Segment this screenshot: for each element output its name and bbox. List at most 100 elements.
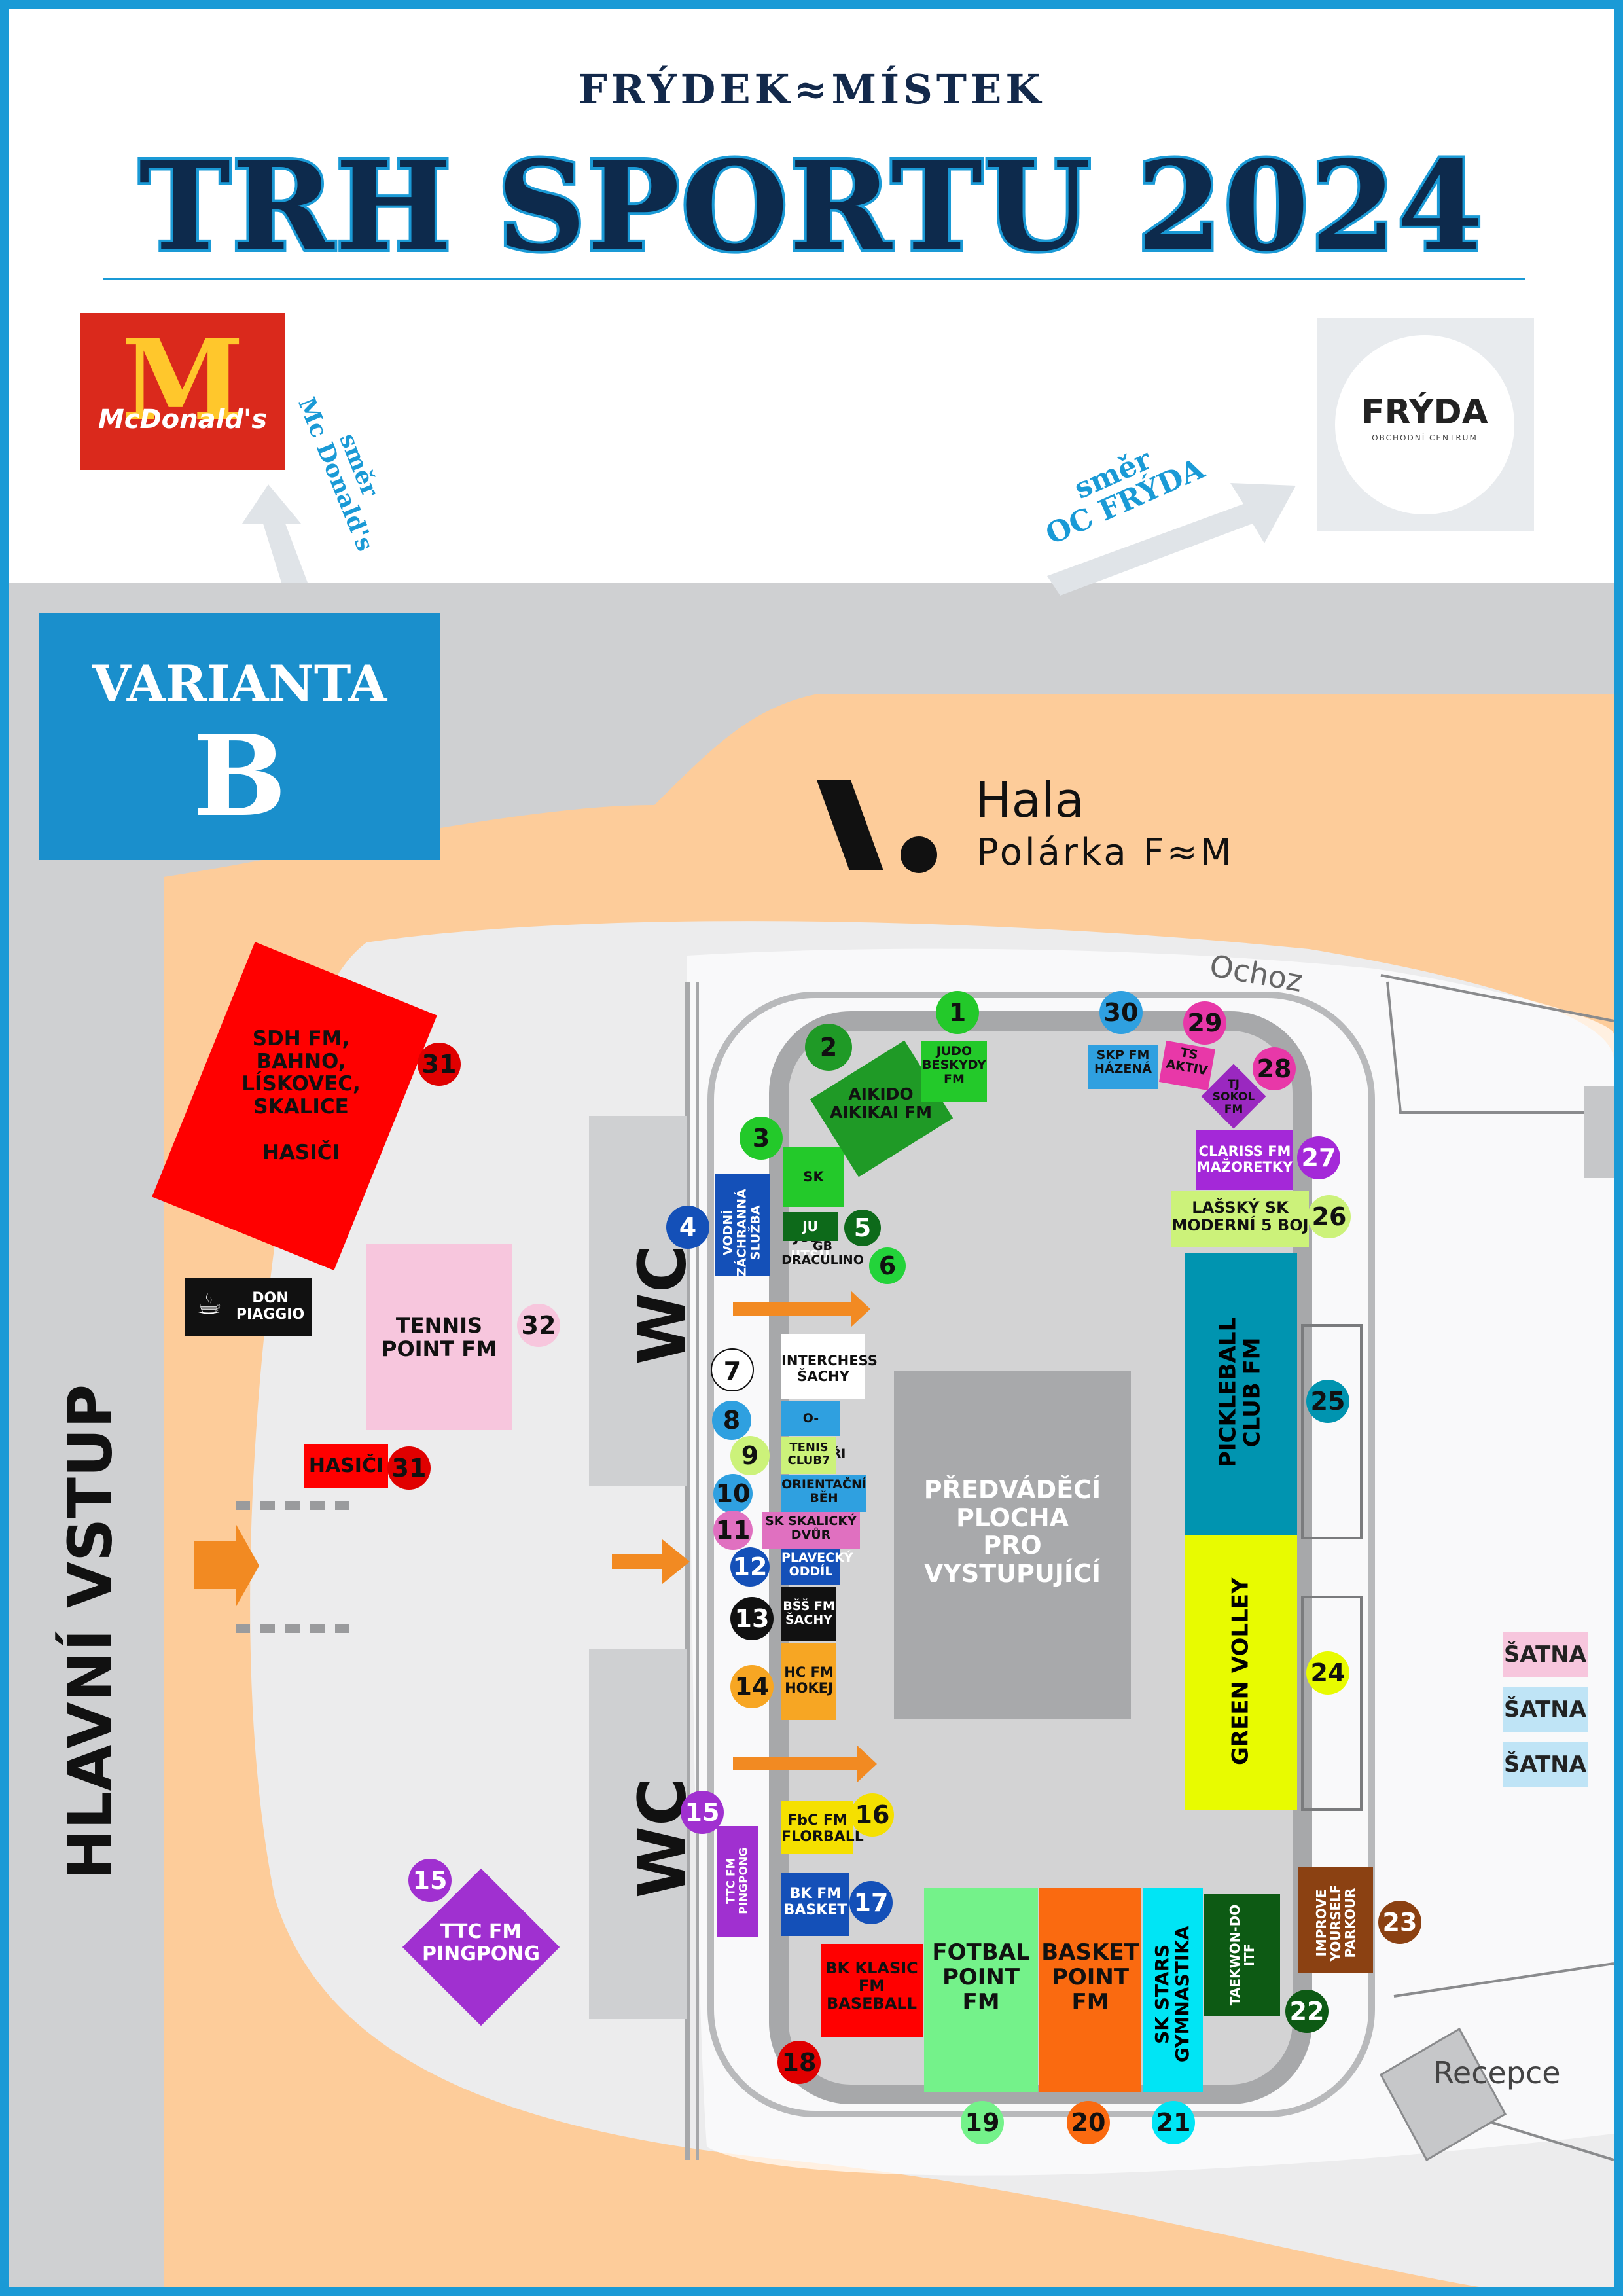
stand-4-label: VODNÍ ZÁCHRANNÁ SLUŽBA — [721, 1189, 763, 1277]
stand-30-skp-hazena: SKP FM HÁZENÁ — [1088, 1045, 1158, 1089]
stand-11-sk-skalicky-dvur: SK SKALICKÝ DVŮR — [762, 1512, 860, 1549]
stand-23-parkour-box — [1298, 1867, 1373, 1973]
stand-22-label: TAEKWON-DO ITF — [1227, 1904, 1257, 2006]
stand-9-tenis-club7: TENIS CLUB7 — [781, 1437, 836, 1474]
stand-30-number: 30 — [1099, 991, 1143, 1034]
stand-14-hc-fm-hokej: HC FM HOKEJ — [781, 1643, 836, 1720]
hall-subtitle: Polárka F≈M — [976, 831, 1234, 874]
stand-19-number: 19 — [961, 2101, 1004, 2144]
satna-3: ŠATNA — [1503, 1742, 1588, 1787]
variant-label: VARIANTA — [92, 655, 387, 713]
stand-20-basket-point: BASKET POINT FM — [1039, 1888, 1141, 2092]
stand-3-sk-judo: SK JUDO — [783, 1147, 844, 1245]
coffee-cup-icon: ☕ — [196, 1288, 223, 1321]
stand-23-number: 23 — [1378, 1901, 1421, 1944]
stand-17-bk-fm-basket: BK FM BASKET — [781, 1873, 849, 1936]
stand-31-hasici-small: HASIČI — [304, 1444, 388, 1488]
recepce-label: Recepce — [1433, 2055, 1561, 2090]
stand-15-diamond-label: TTC FM PINGPONG — [421, 1920, 541, 1965]
stand-7-interchess: INTERCHESS ŠACHY — [781, 1334, 878, 1399]
stand-4-number: 4 — [666, 1206, 709, 1249]
stand-8-o-runnari: O-RUNNAŘI — [781, 1401, 846, 1461]
stand-29-number: 29 — [1183, 1001, 1226, 1045]
stand-25-label: PICKLEBALL CLUB FM — [1215, 1317, 1266, 1468]
stand-12-plavecky-oddil: PLAVECKÝ ODDÍL — [781, 1549, 853, 1585]
stand-16-fbc-florball: FbC FM FLORBALL — [781, 1801, 864, 1854]
stand-15-ttc-small-box — [717, 1826, 758, 1937]
stand-2-number: 2 — [805, 1024, 852, 1071]
stand-7-number: 7 — [711, 1348, 754, 1391]
stand-24-label: GREEN VOLLEY — [1227, 1577, 1254, 1766]
satna-1: ŠATNA — [1503, 1632, 1588, 1677]
stand-21-label: SK STARS GYMNASTIKA — [1151, 1926, 1193, 2063]
center-stage-label: PŘEDVÁDĚCÍ PLOCHA PRO VYSTUPUJÍCÍ — [923, 1475, 1101, 1588]
stand-15-small-label: TTC FM PINGPONG — [724, 1847, 750, 1914]
stand-10-orientacni-beh: ORIENTAČNÍ BĚH — [781, 1475, 866, 1512]
stand-21-sk-stars-box — [1143, 1888, 1203, 2092]
stand-1-judo-beskydy: JUDO BESKYDY FM — [921, 1041, 987, 1102]
stand-13-bss-fm-sachy: BŠŠ FM ŠACHY — [781, 1587, 836, 1641]
stand-28-label: TJ SOKOL FM — [1212, 1078, 1255, 1117]
stand-23-label: IMPROVE YOURSELF PARKOUR — [1313, 1884, 1358, 1962]
oc-fryda-logo: FRÝDA OBCHODNÍ CENTRUM — [1317, 318, 1534, 531]
stand-18-number: 18 — [777, 2041, 821, 2084]
don-piaggio-box: ☕ DON PIAGGIO — [185, 1278, 312, 1336]
stand-31b-number: 31 — [387, 1446, 431, 1490]
stand-17-number: 17 — [849, 1881, 893, 1924]
fryda-logo-subtitle: OBCHODNÍ CENTRUM — [1372, 433, 1478, 442]
stand-18-bk-klasic: BK KLASIC FM BASEBALL — [821, 1944, 923, 2037]
stand-4-box — [715, 1174, 770, 1276]
stand-32-tennis-point — [366, 1244, 512, 1430]
stand-31-sdh-label: SDH FM, BAHNO, LÍSKOVEC, SKALICE HASIČI — [241, 1027, 361, 1164]
stand-25-pickleball-box — [1185, 1253, 1297, 1535]
stand-1-number: 1 — [936, 991, 979, 1034]
city-logo: FRÝDEK≈MÍSTEK — [578, 65, 1045, 113]
hall-name: Hala — [975, 772, 1084, 829]
stand-9-number: 9 — [730, 1436, 770, 1475]
golden-arches-icon: M — [120, 315, 245, 446]
variant-letter: B — [192, 711, 287, 842]
stand-19-fotbal-point: FOTBAL POINT FM — [924, 1888, 1038, 2092]
stand-11-number: 11 — [713, 1511, 753, 1550]
fryda-logo-text: FRÝDA — [1361, 393, 1488, 432]
stand-20-number: 20 — [1067, 2101, 1110, 2144]
satna-2: ŠATNA — [1503, 1687, 1588, 1732]
stand-8-number: 8 — [712, 1401, 751, 1440]
mcdonalds-logo-text: McDonald's — [98, 404, 268, 435]
stand-29-ts-aktiv: TS AKTIV — [1159, 1040, 1215, 1091]
stand-15-number-left: 15 — [408, 1859, 452, 1902]
stand-26-number: 26 — [1308, 1195, 1351, 1238]
stand-16-number: 16 — [851, 1793, 894, 1837]
stand-25-number: 25 — [1306, 1380, 1349, 1423]
stand-13-number: 13 — [730, 1597, 774, 1640]
main-entrance-label: HLAVNÍ VSTUP — [55, 1384, 126, 1880]
stand-10-number: 10 — [713, 1474, 753, 1513]
event-title: TRH SPORTU 2024 — [136, 132, 1486, 281]
stand-5-number: 5 — [844, 1210, 881, 1246]
stand-24-green-volley-box — [1185, 1535, 1297, 1810]
stand-27-number: 27 — [1297, 1136, 1340, 1179]
mcdonalds-logo: M McDonald's — [80, 313, 285, 470]
stand-5-ju-jitsu: JU JITSU — [783, 1212, 838, 1263]
stand-21-number: 21 — [1152, 2101, 1195, 2144]
stand-28-number: 28 — [1253, 1047, 1296, 1090]
variant-box: VARIANTA B — [39, 613, 440, 860]
stand-26-lassky-sk: LAŠSKÝ SK MODERNÍ 5 BOJ — [1171, 1191, 1309, 1247]
stand-3-number: 3 — [740, 1117, 783, 1160]
title-divider — [103, 278, 1525, 280]
stand-12-number: 12 — [730, 1547, 770, 1587]
don-piaggio-label: DON PIAGGIO — [236, 1290, 305, 1323]
stand-15-number-right: 15 — [681, 1791, 724, 1834]
stand-27-clariss: CLARISS FM MAŽORETKY — [1196, 1130, 1293, 1190]
stand-14-number: 14 — [730, 1665, 774, 1708]
stand-22-taekwondo-box — [1204, 1894, 1280, 2016]
stand-2-aikido-label: AIKIDO AIKIKAI FM — [829, 1085, 932, 1122]
stand-32-number: 32 — [517, 1304, 560, 1347]
stand-6-gb-draculino: GB DRACULINO — [781, 1239, 864, 1268]
stand-24-number: 24 — [1306, 1651, 1349, 1695]
wc-label-top: WC — [624, 1244, 701, 1365]
fryda-circle: FRÝDA OBCHODNÍ CENTRUM — [1335, 335, 1514, 514]
stand-31-number: 31 — [418, 1043, 461, 1086]
stand-32-label: TENNIS POINT FM — [381, 1313, 497, 1361]
